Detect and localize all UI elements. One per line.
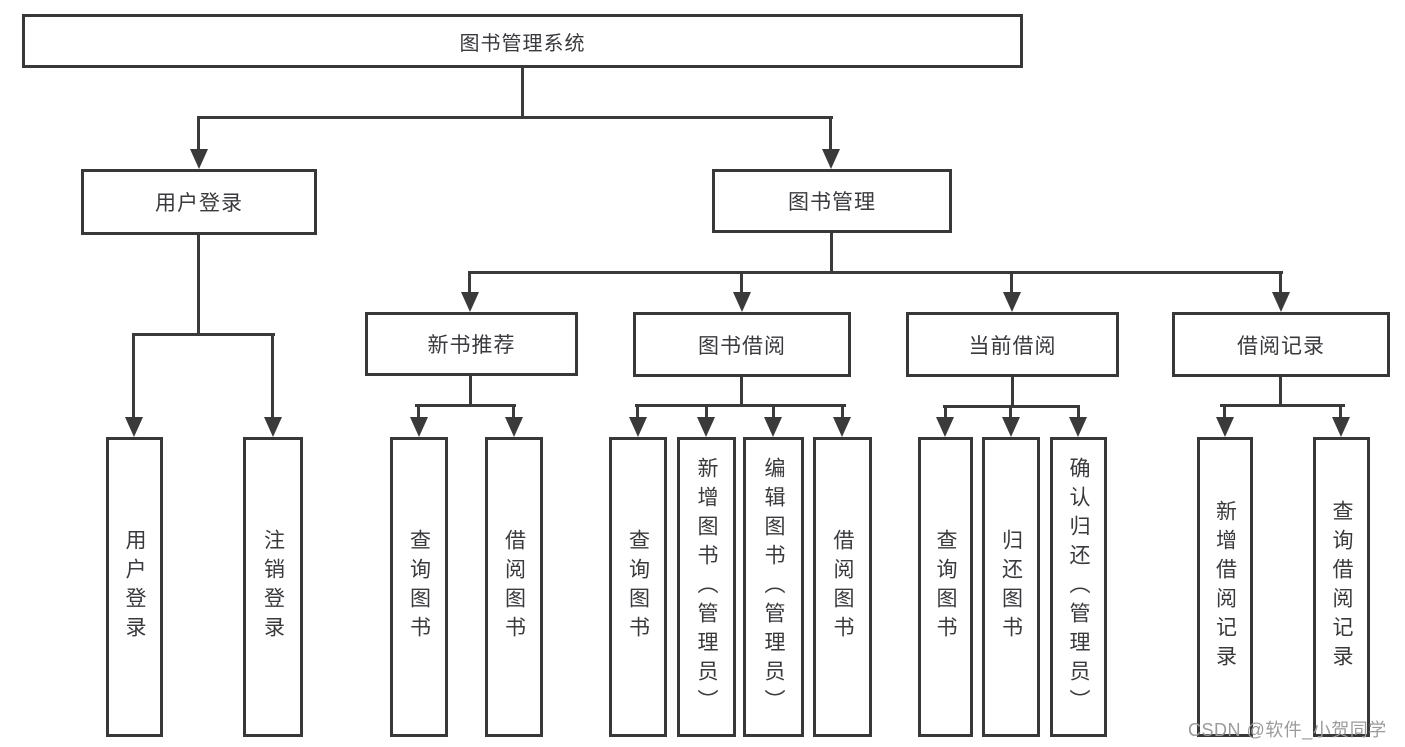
connector — [521, 68, 524, 117]
connector — [415, 404, 516, 407]
connector — [705, 404, 708, 419]
leaf-borrow-books: 借阅图书 — [813, 437, 872, 737]
connector — [772, 404, 775, 419]
connector — [1011, 377, 1014, 407]
connector — [1223, 404, 1226, 419]
connector — [271, 333, 274, 418]
connector — [1010, 271, 1013, 293]
connector — [944, 405, 947, 419]
arrowhead-down-icon — [822, 149, 840, 169]
arrowhead-down-icon — [629, 417, 647, 437]
leaf-logout: 注销登录 — [243, 437, 303, 737]
connector — [830, 233, 833, 273]
arrowhead-down-icon — [697, 417, 715, 437]
node-current-borrow: 当前借阅 — [906, 312, 1119, 377]
leaf-return-books: 归还图书 — [982, 437, 1040, 737]
connector — [841, 404, 844, 419]
node-borrow-records: 借阅记录 — [1172, 312, 1390, 377]
arrowhead-down-icon — [1002, 417, 1020, 437]
leaf-user-login: 用户登录 — [106, 437, 163, 737]
connector — [197, 116, 833, 119]
node-root: 图书管理系统 — [22, 14, 1023, 68]
arrowhead-down-icon — [1216, 417, 1234, 437]
connector — [635, 404, 846, 407]
arrowhead-down-icon — [264, 417, 282, 437]
leaf-borrow-books-recommend: 借阅图书 — [485, 437, 543, 737]
leaf-query-books-borrow: 查询图书 — [609, 437, 667, 737]
leaf-edit-book-admin: 编辑图书（管理员） — [743, 437, 804, 737]
node-book-borrow: 图书借阅 — [633, 312, 851, 377]
connector — [469, 376, 472, 406]
connector — [1077, 405, 1080, 419]
leaf-add-book-admin: 新增图书（管理员） — [677, 437, 736, 737]
connector — [468, 271, 1283, 274]
connector — [512, 404, 515, 419]
arrowhead-down-icon — [125, 417, 143, 437]
connector — [197, 116, 200, 150]
connector — [1009, 405, 1012, 419]
arrowhead-down-icon — [936, 417, 954, 437]
arrowhead-down-icon — [1332, 417, 1350, 437]
arrowhead-down-icon — [833, 417, 851, 437]
connector — [197, 235, 200, 335]
arrowhead-down-icon — [1003, 292, 1021, 312]
connector — [468, 271, 471, 293]
arrowhead-down-icon — [190, 149, 208, 169]
connector — [132, 333, 135, 418]
connector — [1220, 404, 1345, 407]
connector — [740, 271, 743, 293]
leaf-query-books-current: 查询图书 — [918, 437, 973, 737]
arrowhead-down-icon — [733, 292, 751, 312]
connector — [132, 333, 275, 336]
connector — [1279, 377, 1282, 406]
connector — [1339, 404, 1342, 419]
leaf-query-books-recommend: 查询图书 — [390, 437, 448, 737]
connector — [636, 404, 639, 419]
arrowhead-down-icon — [1069, 417, 1087, 437]
leaf-query-borrow-record: 查询借阅记录 — [1313, 437, 1370, 737]
arrowhead-down-icon — [764, 417, 782, 437]
connector — [740, 377, 743, 406]
watermark: CSDN @软件_小贺同学 — [1188, 720, 1387, 740]
leaf-add-borrow-record: 新增借阅记录 — [1197, 437, 1253, 737]
connector — [417, 404, 420, 419]
leaf-confirm-return-admin: 确认归还（管理员） — [1050, 437, 1107, 737]
connector — [829, 116, 832, 150]
node-new-book-recommend: 新书推荐 — [365, 312, 578, 376]
arrowhead-down-icon — [410, 417, 428, 437]
arrowhead-down-icon — [505, 417, 523, 437]
arrowhead-down-icon — [1272, 292, 1290, 312]
node-book-management: 图书管理 — [712, 169, 952, 233]
connector — [1279, 271, 1282, 293]
node-user-login: 用户登录 — [81, 169, 317, 235]
arrowhead-down-icon — [461, 292, 479, 312]
